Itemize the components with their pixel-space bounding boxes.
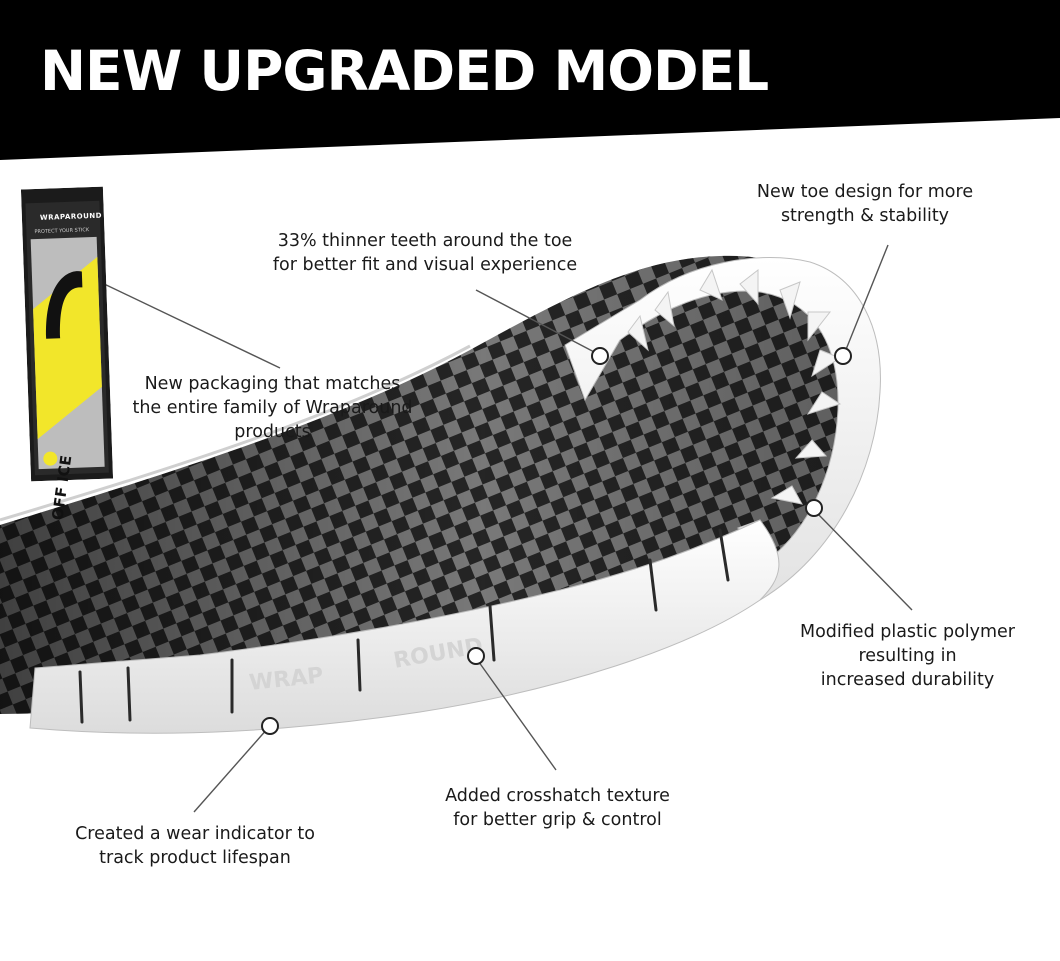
marker-toe-design [834,347,852,365]
toe-guard [519,257,881,681]
callout-toe-design: New toe design for more strength & stabi… [740,180,990,228]
marker-polymer [805,499,823,517]
marker-thinner-teeth [591,347,609,365]
callout-packaging-line-2: the entire family of Wraparound [132,398,413,418]
headline: NEW UPGRADED MODEL [40,39,769,103]
callout-crosshatch-line-1: Added crosshatch texture [445,786,670,806]
leader-lines [99,244,913,813]
callout-toe-design-line-2: strength & stability [780,206,950,226]
marker-wear-indicator [261,717,279,735]
callout-packaging-line-1: New packaging that matches [144,374,401,394]
banner-shape [0,0,1060,160]
callout-polymer: Modified plastic polymer resulting in in… [785,620,1030,692]
callout-thinner-teeth: 33% thinner teeth around the toe for bet… [255,229,595,277]
bottom-guard: WRAP ROUND [29,519,780,734]
callout-wear-indicator-line-1: Created a wear indicator to [75,824,315,844]
callout-polymer-line-1: Modified plastic polymer [800,622,1015,642]
callout-crosshatch: Added crosshatch texture for better grip… [425,784,690,832]
package-box [20,186,114,482]
marker-crosshatch [467,647,485,665]
product-package: WRAPAROUND PROTECT YOUR STICK OFF ICE [20,186,114,521]
callout-polymer-line-3: increased durability [820,670,995,690]
callout-wear-indicator: Created a wear indicator to track produc… [60,822,330,870]
callout-polymer-line-2: resulting in [858,646,957,666]
callout-packaging-line-3: products [234,422,311,442]
callout-thinner-teeth-line-1: 33% thinner teeth around the toe [277,231,573,251]
callout-wear-indicator-line-2: track product lifespan [99,848,291,868]
callout-packaging: New packaging that matches the entire fa… [115,372,430,444]
callout-thinner-teeth-line-2: for better fit and visual experience [272,255,578,275]
callout-toe-design-line-1: New toe design for more [756,182,974,202]
callout-crosshatch-line-2: for better grip & control [453,810,662,830]
header-banner: NEW UPGRADED MODEL [0,0,1060,160]
